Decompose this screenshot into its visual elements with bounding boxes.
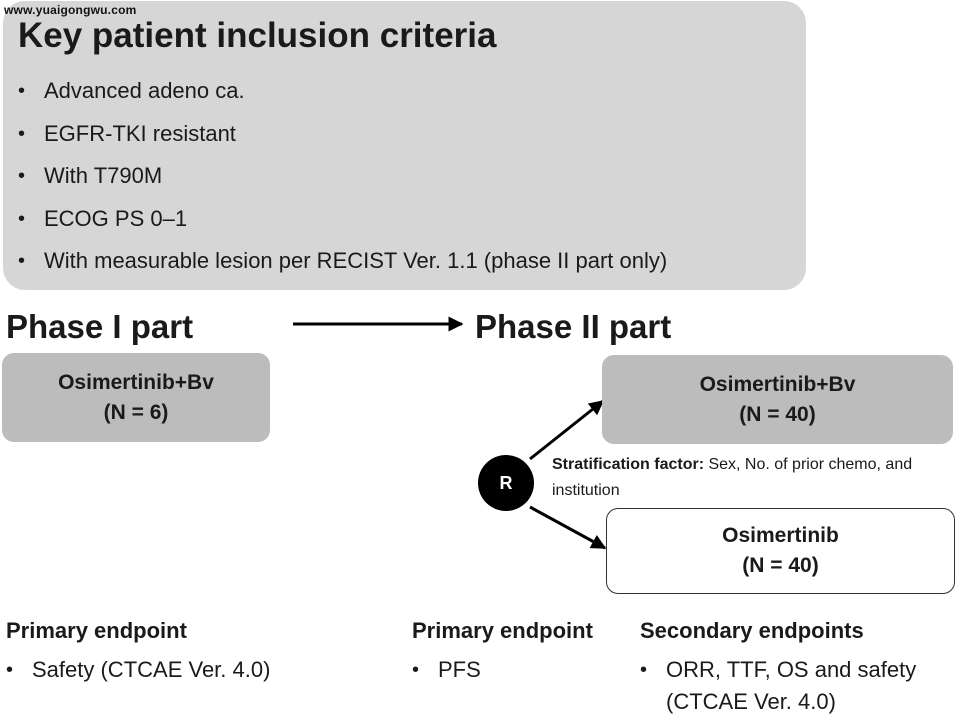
phase2-secondary-endpoints: Secondary endpoints ORR, TTF, OS and saf… bbox=[640, 618, 940, 718]
phase2-primary-endpoint: Primary endpoint PFS bbox=[412, 618, 593, 686]
criteria-title: Key patient inclusion criteria bbox=[18, 16, 497, 55]
phase2-arm1-box: Osimertinib+Bv (N = 40) bbox=[602, 355, 953, 444]
phase1-title: Phase I part bbox=[6, 308, 194, 345]
stratification-note: Stratification factor: Sex, No. of prior… bbox=[552, 452, 965, 504]
endpoint-item: ORR, TTF, OS and safety (CTCAE Ver. 4.0) bbox=[640, 654, 940, 718]
arm-name: Osimertinib+Bv bbox=[699, 372, 856, 396]
criteria-item: With measurable lesion per RECIST Ver. 1… bbox=[18, 240, 667, 283]
phase2-arm2-box: Osimertinib (N = 40) bbox=[606, 508, 955, 594]
criteria-item: EGFR-TKI resistant bbox=[18, 113, 667, 156]
stratification-label: Stratification factor: bbox=[552, 456, 705, 473]
phase2-title: Phase II part bbox=[475, 308, 672, 345]
arm1-arrow bbox=[529, 399, 605, 461]
criteria-item: Advanced adeno ca. bbox=[18, 70, 667, 113]
criteria-list: Advanced adeno ca. EGFR-TKI resistant Wi… bbox=[18, 70, 667, 283]
criteria-item: ECOG PS 0–1 bbox=[18, 198, 667, 241]
endpoint-item: PFS bbox=[412, 654, 593, 686]
endpoint-title: Primary endpoint bbox=[412, 618, 593, 643]
phase1-arm-box: Osimertinib+Bv (N = 6) bbox=[2, 353, 270, 442]
arm-n: (N = 40) bbox=[739, 402, 816, 426]
arm-name: Osimertinib+Bv bbox=[58, 370, 214, 394]
endpoint-title: Primary endpoint bbox=[6, 618, 187, 643]
arm-name: Osimertinib bbox=[722, 524, 839, 547]
phase1-primary-endpoint: Primary endpoint Safety (CTCAE Ver. 4.0) bbox=[6, 618, 270, 686]
endpoint-item: Safety (CTCAE Ver. 4.0) bbox=[6, 654, 270, 686]
watermark: www.yuaigongwu.com bbox=[4, 3, 137, 17]
criteria-item: With T790M bbox=[18, 155, 667, 198]
endpoint-list: Safety (CTCAE Ver. 4.0) bbox=[6, 654, 270, 686]
endpoint-list: PFS bbox=[412, 654, 593, 686]
arm-n: (N = 6) bbox=[103, 400, 169, 424]
stratification-text: Sex, No. of prior chemo, and institution bbox=[552, 456, 913, 499]
endpoint-title: Secondary endpoints bbox=[640, 618, 864, 643]
arm-n: (N = 40) bbox=[742, 554, 819, 577]
endpoint-list: ORR, TTF, OS and safety (CTCAE Ver. 4.0) bbox=[640, 654, 940, 718]
arm2-arrow bbox=[529, 505, 607, 550]
randomization-node: R bbox=[478, 455, 534, 511]
